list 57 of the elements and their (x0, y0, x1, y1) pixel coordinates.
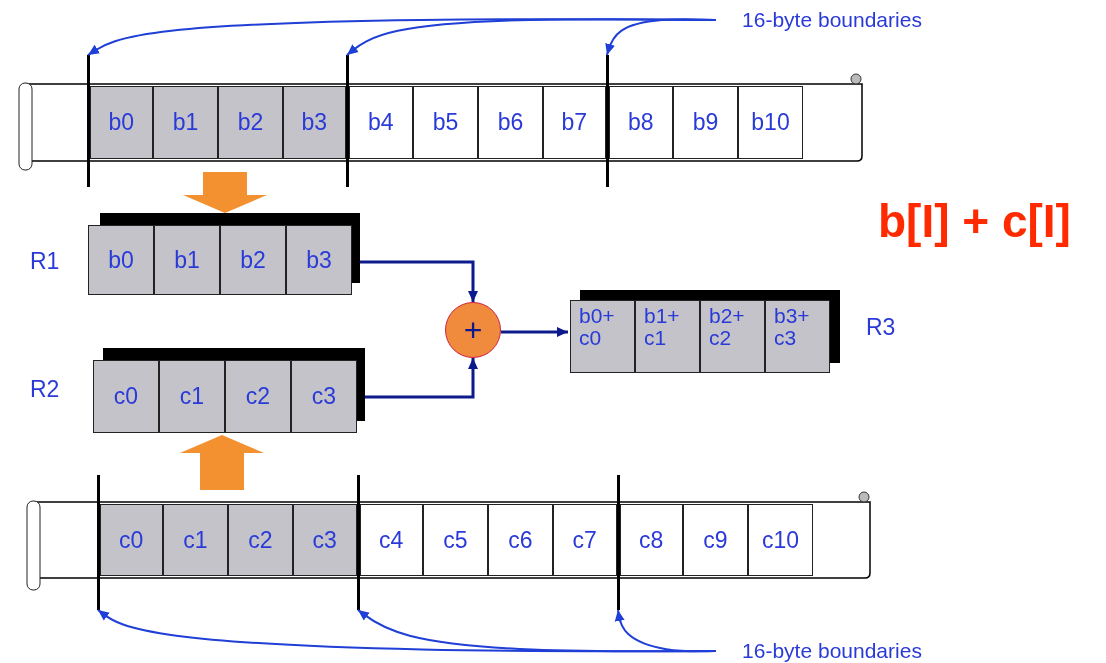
register-cell: b2+ c2 (700, 300, 765, 373)
boundary-line (616, 475, 620, 610)
memory-cell: c7 (553, 504, 617, 576)
boundary-line (96, 475, 100, 610)
register-cell: c0 (93, 360, 159, 433)
boundary-line (86, 55, 90, 187)
memory-cell: c9 (683, 504, 748, 576)
memory-cell: b5 (413, 86, 478, 159)
memory-cell: b7 (543, 86, 606, 159)
memory-cell: c3 (293, 504, 357, 576)
leader-line (605, 18, 717, 56)
memory-cell: b9 (673, 86, 738, 159)
register (568, 290, 840, 375)
arrow (365, 358, 478, 399)
memory-cell: c0 (99, 504, 163, 576)
register (91, 348, 365, 435)
adder-circle: + (445, 302, 501, 358)
memory-cell: b8 (608, 86, 673, 159)
memory-cell: b1 (153, 86, 218, 159)
boundary-line (345, 55, 349, 187)
memory-cell: c10 (748, 504, 813, 576)
register-cell: b0 (88, 225, 154, 295)
memory-cell: b10 (738, 86, 803, 159)
register-cell: b1 (154, 225, 220, 295)
register-label: R3 (866, 314, 896, 341)
formula-text: b[I] + c[I] (878, 194, 1071, 248)
register-cell: b1+ c1 (635, 300, 700, 373)
arrow (501, 327, 568, 337)
register (86, 213, 360, 297)
block-arrow (183, 172, 267, 213)
memory-cell: c1 (163, 504, 228, 576)
memory-cell: b4 (348, 86, 413, 159)
memory-cell: b6 (478, 86, 543, 159)
register-label: R1 (30, 248, 60, 275)
memory-cell: b0 (89, 86, 153, 159)
boundary-line (356, 475, 360, 610)
callout-text: 16-byte boundaries (716, 6, 948, 34)
memory-cell: c6 (488, 504, 553, 576)
memory-cell: b2 (218, 86, 283, 159)
leader-line (614, 609, 717, 653)
memory-cell: c8 (619, 504, 683, 576)
register-cell: c3 (291, 360, 357, 433)
register-label: R2 (30, 376, 60, 403)
register-cell: b3 (286, 225, 352, 295)
register-cell: b2 (220, 225, 286, 295)
register-cell: b3+ c3 (765, 300, 830, 373)
register-cell: b0+ c0 (570, 300, 635, 373)
memory-cell: b3 (283, 86, 346, 159)
memory-cell: c4 (359, 504, 423, 576)
block-arrow (180, 435, 264, 490)
register-cell: c1 (159, 360, 225, 433)
arrow (360, 260, 478, 302)
boundary-line (605, 55, 609, 187)
memory-cell: c2 (228, 504, 293, 576)
callout-text: 16-byte boundaries (716, 637, 948, 663)
register-cell: c2 (225, 360, 291, 433)
memory-cell: c5 (423, 504, 488, 576)
